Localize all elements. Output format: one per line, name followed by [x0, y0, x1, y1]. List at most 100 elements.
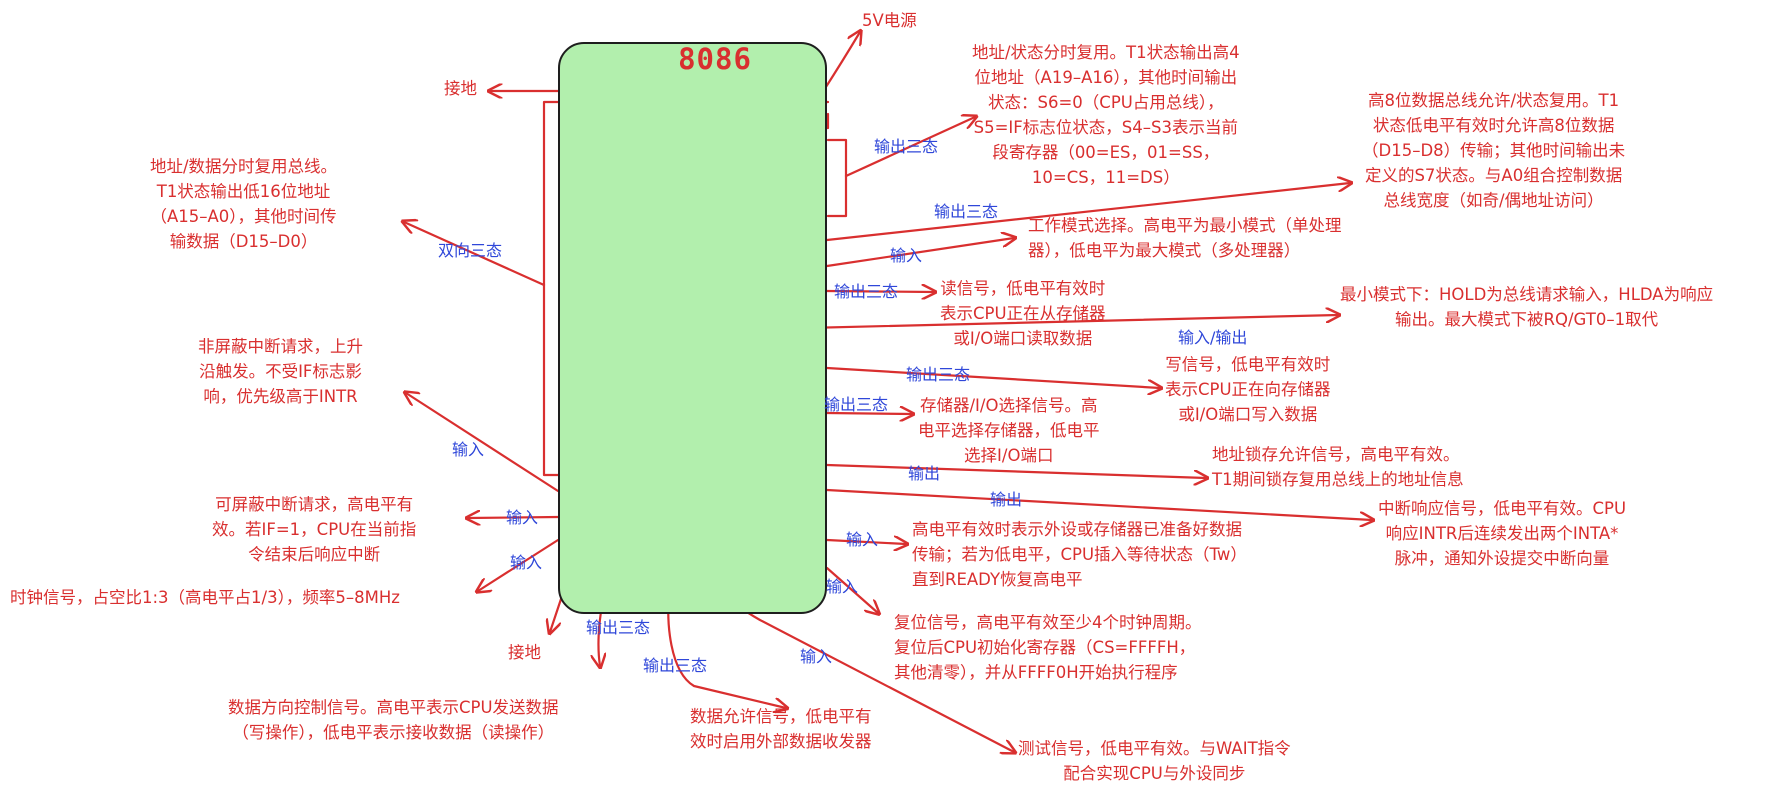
pin-1: [561, 66, 591, 88]
pin-13: [561, 366, 591, 388]
note-line: 配合实现CPU与外设同步: [1063, 764, 1246, 783]
note-line: 10=CS，11=DS）: [1031, 168, 1180, 187]
note-line: 或I/O端口写入数据: [1178, 405, 1318, 424]
note-line: 接地: [508, 643, 541, 662]
pin-21: [794, 541, 828, 563]
pin-12: [561, 341, 591, 363]
direction-out3-mio: 输出三态: [824, 395, 889, 414]
note-intr: 可屏蔽中断请求，高电平有效。若IF=1，CPU在当前指令结束后响应中断: [212, 492, 416, 567]
note-line: 写信号，低电平有效时: [1165, 355, 1331, 374]
note-line: 表示CPU正在向存储器: [1165, 380, 1331, 399]
direction-out3-wr: 输出三态: [906, 365, 971, 384]
pin-33: [794, 241, 828, 263]
pin-3: [561, 116, 591, 138]
pin-30: [794, 316, 828, 338]
note-line: 状态低电平有效时允许高8位数据: [1372, 116, 1615, 135]
arrow-ad-bus: [404, 222, 546, 287]
direction-out3-a16: 输出三态: [874, 137, 939, 156]
note-inta: 中断响应信号，低电平有效。CPU 响应INTR后连续发出两个INTA* 脉冲，通知外…: [1378, 496, 1626, 571]
note-m-io: 存储器/I/O选择信号。高电平选择存储器，低电平选择I/O端口: [918, 393, 1100, 468]
note-line: 沿触发。不受IF标志影: [199, 362, 362, 381]
note-line: 测试信号，低电平有效。与WAIT指令: [1018, 739, 1291, 758]
note-dt-r: 数据方向控制信号。高电平表示CPU发送数据（写操作），低电平表示接收数据（读操作…: [228, 695, 559, 745]
arrow-reset: [825, 566, 878, 613]
note-line: 非屏蔽中断请求，上升: [198, 337, 363, 356]
note-ad-bus: 地址/数据分时复用总线。T1状态输出低16位地址（A15–A0），其他时间传输数…: [150, 154, 337, 254]
note-line: 输数据（D15–D0）: [169, 232, 318, 251]
note-line: 脉冲，通知外设提交中断向量: [1394, 549, 1610, 568]
chip-title: 8086: [678, 42, 752, 76]
arrow-ready: [825, 540, 906, 544]
note-line: 中断响应信号，低电平有效。CPU: [1378, 499, 1627, 518]
pin-17: [561, 466, 591, 488]
pin-31: [794, 291, 828, 313]
note-line: 响应INTR后连续发出两个INTA*: [1385, 524, 1619, 543]
note-line: 高电平有效时表示外设或存储器已准备好数据: [912, 520, 1242, 539]
pin-40: [794, 66, 828, 88]
direction-io-hold: 输入/输出: [1178, 328, 1248, 347]
pin-2: [561, 91, 591, 113]
pin-6: [561, 191, 591, 213]
direction-out3-den: 输出三态: [643, 656, 708, 675]
direction-in-intr: 输入: [506, 508, 539, 527]
note-line: 读信号，低电平有效时: [940, 279, 1106, 298]
pin-9: [561, 266, 591, 288]
arrow-nmi: [406, 393, 560, 493]
note-rd: 读信号，低电平有效时表示CPU正在从存储器或I/O端口读取数据: [940, 276, 1106, 351]
note-wr: 写信号，低电平有效时表示CPU正在向存储器或I/O端口写入数据: [1165, 352, 1331, 427]
arrow-ale: [825, 463, 1206, 478]
note-line: 工作模式选择。高电平为最小模式（单处理: [1028, 216, 1342, 235]
note-line: 表示CPU正在从存储器: [940, 304, 1106, 323]
direction-out3-rd: 输出三态: [834, 282, 899, 301]
direction-out-ale: 输出: [908, 464, 941, 483]
a16-a19-bracket: [826, 138, 848, 218]
note-line: 电平选择存储器，低电平: [918, 421, 1100, 440]
pin-15: [561, 416, 591, 438]
pin-35: [794, 191, 828, 213]
arrow-intr: [468, 517, 560, 518]
pin-14: [561, 391, 591, 413]
note-bhe: 高8位数据总线允许/状态复用。T1 状态低电平有效时允许高8位数据 （D15–D8）…: [1362, 88, 1625, 213]
pin-5: [561, 166, 591, 188]
arrow-a16-s3: [844, 117, 975, 178]
chip-body: [558, 42, 827, 614]
pin-28: [794, 366, 828, 388]
pin-19: [561, 516, 591, 538]
note-hold: 最小模式下：HOLD为总线请求输入，HLDA为响应输出。最大模式下被RQ/GT0…: [1340, 282, 1713, 332]
note-line: 状态：S6=0（CPU占用总线），: [988, 93, 1224, 112]
note-clk: 时钟信号，占空比1:3（高电平占1/3），频率5–8MHz: [10, 585, 400, 610]
pin-10: [561, 291, 591, 313]
arrow-m-io: [825, 413, 912, 414]
note-den: 数据允许信号，低电平有效时启用外部数据收发器: [690, 704, 872, 754]
note-line: 输出。最大模式下被RQ/GT0–1取代: [1395, 310, 1659, 329]
note-line: 定义的S7状态。与A0组合控制数据: [1364, 166, 1623, 185]
note-line: 复位信号，高电平有效至少4个时钟周期。: [894, 613, 1202, 632]
note-line: 5V电源: [862, 11, 917, 30]
direction-bidir: 双向三态: [438, 241, 503, 260]
pin-18: [561, 491, 591, 513]
arrow-clk: [478, 538, 560, 591]
arrow-mn-mx: [825, 238, 1014, 268]
pin-22: [794, 516, 828, 538]
pin-25: [794, 441, 828, 463]
note-ready: 高电平有效时表示外设或存储器已准备好数据传输；若为低电平，CPU插入等待状态（T…: [912, 517, 1247, 592]
direction-out3-bhe: 输出三态: [934, 202, 999, 221]
note-vcc: 5V电源: [862, 8, 917, 33]
note-line: 高8位数据总线允许/状态复用。T1: [1368, 91, 1620, 110]
pin-37: [794, 141, 828, 163]
arrow-bhe: [825, 183, 1350, 242]
note-line: （D15–D8）传输；其他时间输出未: [1362, 141, 1626, 160]
note-line: （写操作），低电平表示接收数据（读操作）: [232, 723, 555, 742]
note-line: 段寄存器（00=ES，01=SS，: [992, 143, 1220, 162]
note-line: 器），低电平为最大模式（多处理器）: [1028, 241, 1301, 260]
note-line: 其他清零），并从FFFF0H开始执行程序: [894, 663, 1178, 682]
note-nmi: 非屏蔽中断请求，上升沿触发。不受IF标志影响，优先级高于INTR: [198, 334, 363, 409]
pin-36: [794, 166, 828, 188]
pin-27: [794, 391, 828, 413]
note-line: 可屏蔽中断请求，高电平有: [215, 495, 414, 514]
pin-16: [561, 441, 591, 463]
arrow-hold: [804, 315, 1338, 330]
pin-4: [561, 141, 591, 163]
